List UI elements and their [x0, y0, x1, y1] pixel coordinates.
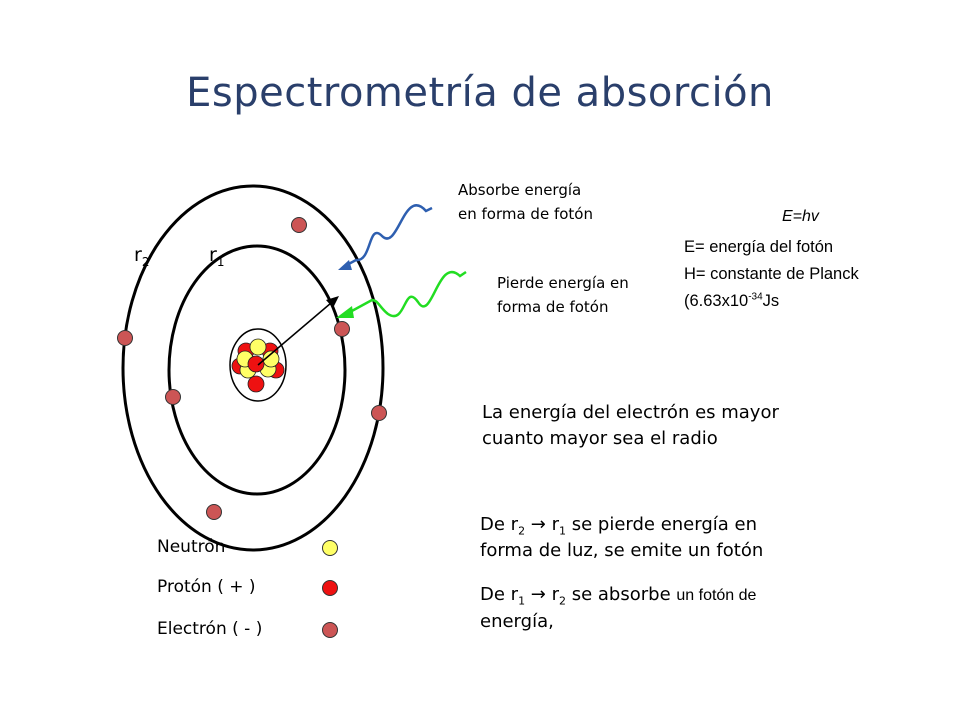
emitted-photon-wave — [336, 270, 467, 318]
electron — [291, 217, 307, 233]
absorb-caption-line1: Absorbe energía — [458, 181, 582, 199]
electrons — [117, 217, 387, 520]
transition-absorption-text: De r1 → r2 se absorbe un fotón de energí… — [480, 582, 756, 635]
neutron — [249, 338, 267, 356]
legend-electron-dot — [322, 622, 338, 638]
absorbed-photon-wave — [338, 204, 433, 270]
radius-arrowhead — [326, 296, 339, 308]
absorb-caption: Absorbe energía en forma de fotón — [458, 178, 593, 226]
outer-orbit — [121, 184, 385, 552]
formula-block: E= energía del fotón H= constante de Pla… — [684, 234, 859, 315]
transition1-line2: forma de luz, se emite un fotón — [480, 540, 764, 561]
electron — [117, 330, 133, 346]
proton — [247, 355, 265, 373]
statement-line1: La energía del electrón es mayor — [482, 402, 779, 423]
statement-line2: cuanto mayor sea el radio — [482, 428, 718, 449]
electron — [334, 321, 350, 337]
nucleus — [231, 338, 285, 393]
r1-label: r1 — [209, 244, 225, 269]
transition-emission-text: De r2 → r1 se pierde energía en forma de… — [480, 512, 763, 564]
neutron — [262, 350, 280, 368]
formula-header: E=hv — [782, 208, 819, 225]
formula-line1: E= energía del fotón — [684, 238, 834, 256]
formula-line3: (6.63x10-34Js — [684, 291, 780, 310]
legend-electron-label: Electrón ( - ) — [157, 619, 263, 639]
page-title: Espectrometría de absorción — [186, 70, 774, 116]
emit-caption-line2: forma de fotón — [497, 298, 609, 316]
emit-caption-line1: Pierde energía en — [497, 274, 629, 292]
proton — [247, 375, 265, 393]
formula-line2: H= constante de Planck — [684, 265, 859, 283]
nucleus-boundary — [229, 328, 287, 402]
emit-caption: Pierde energía en forma de fotón — [497, 271, 629, 319]
inner-orbit — [167, 244, 347, 496]
legend-neutron-dot — [322, 540, 338, 556]
absorb-caption-line2: en forma de fotón — [458, 205, 593, 223]
radius-line — [257, 302, 332, 366]
legend-proton-label: Protón ( + ) — [157, 577, 256, 597]
electron — [165, 389, 181, 405]
legend-neutron-label: Neutrón — [157, 537, 226, 557]
transition2-line1: De r1 → r2 se absorbe un fotón de — [480, 584, 757, 608]
electron — [371, 405, 387, 421]
transition1-line1: De r2 → r1 se pierde energía en — [480, 514, 758, 538]
transition2-line2: energía, — [480, 611, 554, 632]
r2-label: r2 — [134, 244, 150, 269]
radius-energy-statement: La energía del electrón es mayor cuanto … — [482, 400, 779, 452]
electron — [206, 504, 222, 520]
legend-proton-dot — [322, 580, 338, 596]
